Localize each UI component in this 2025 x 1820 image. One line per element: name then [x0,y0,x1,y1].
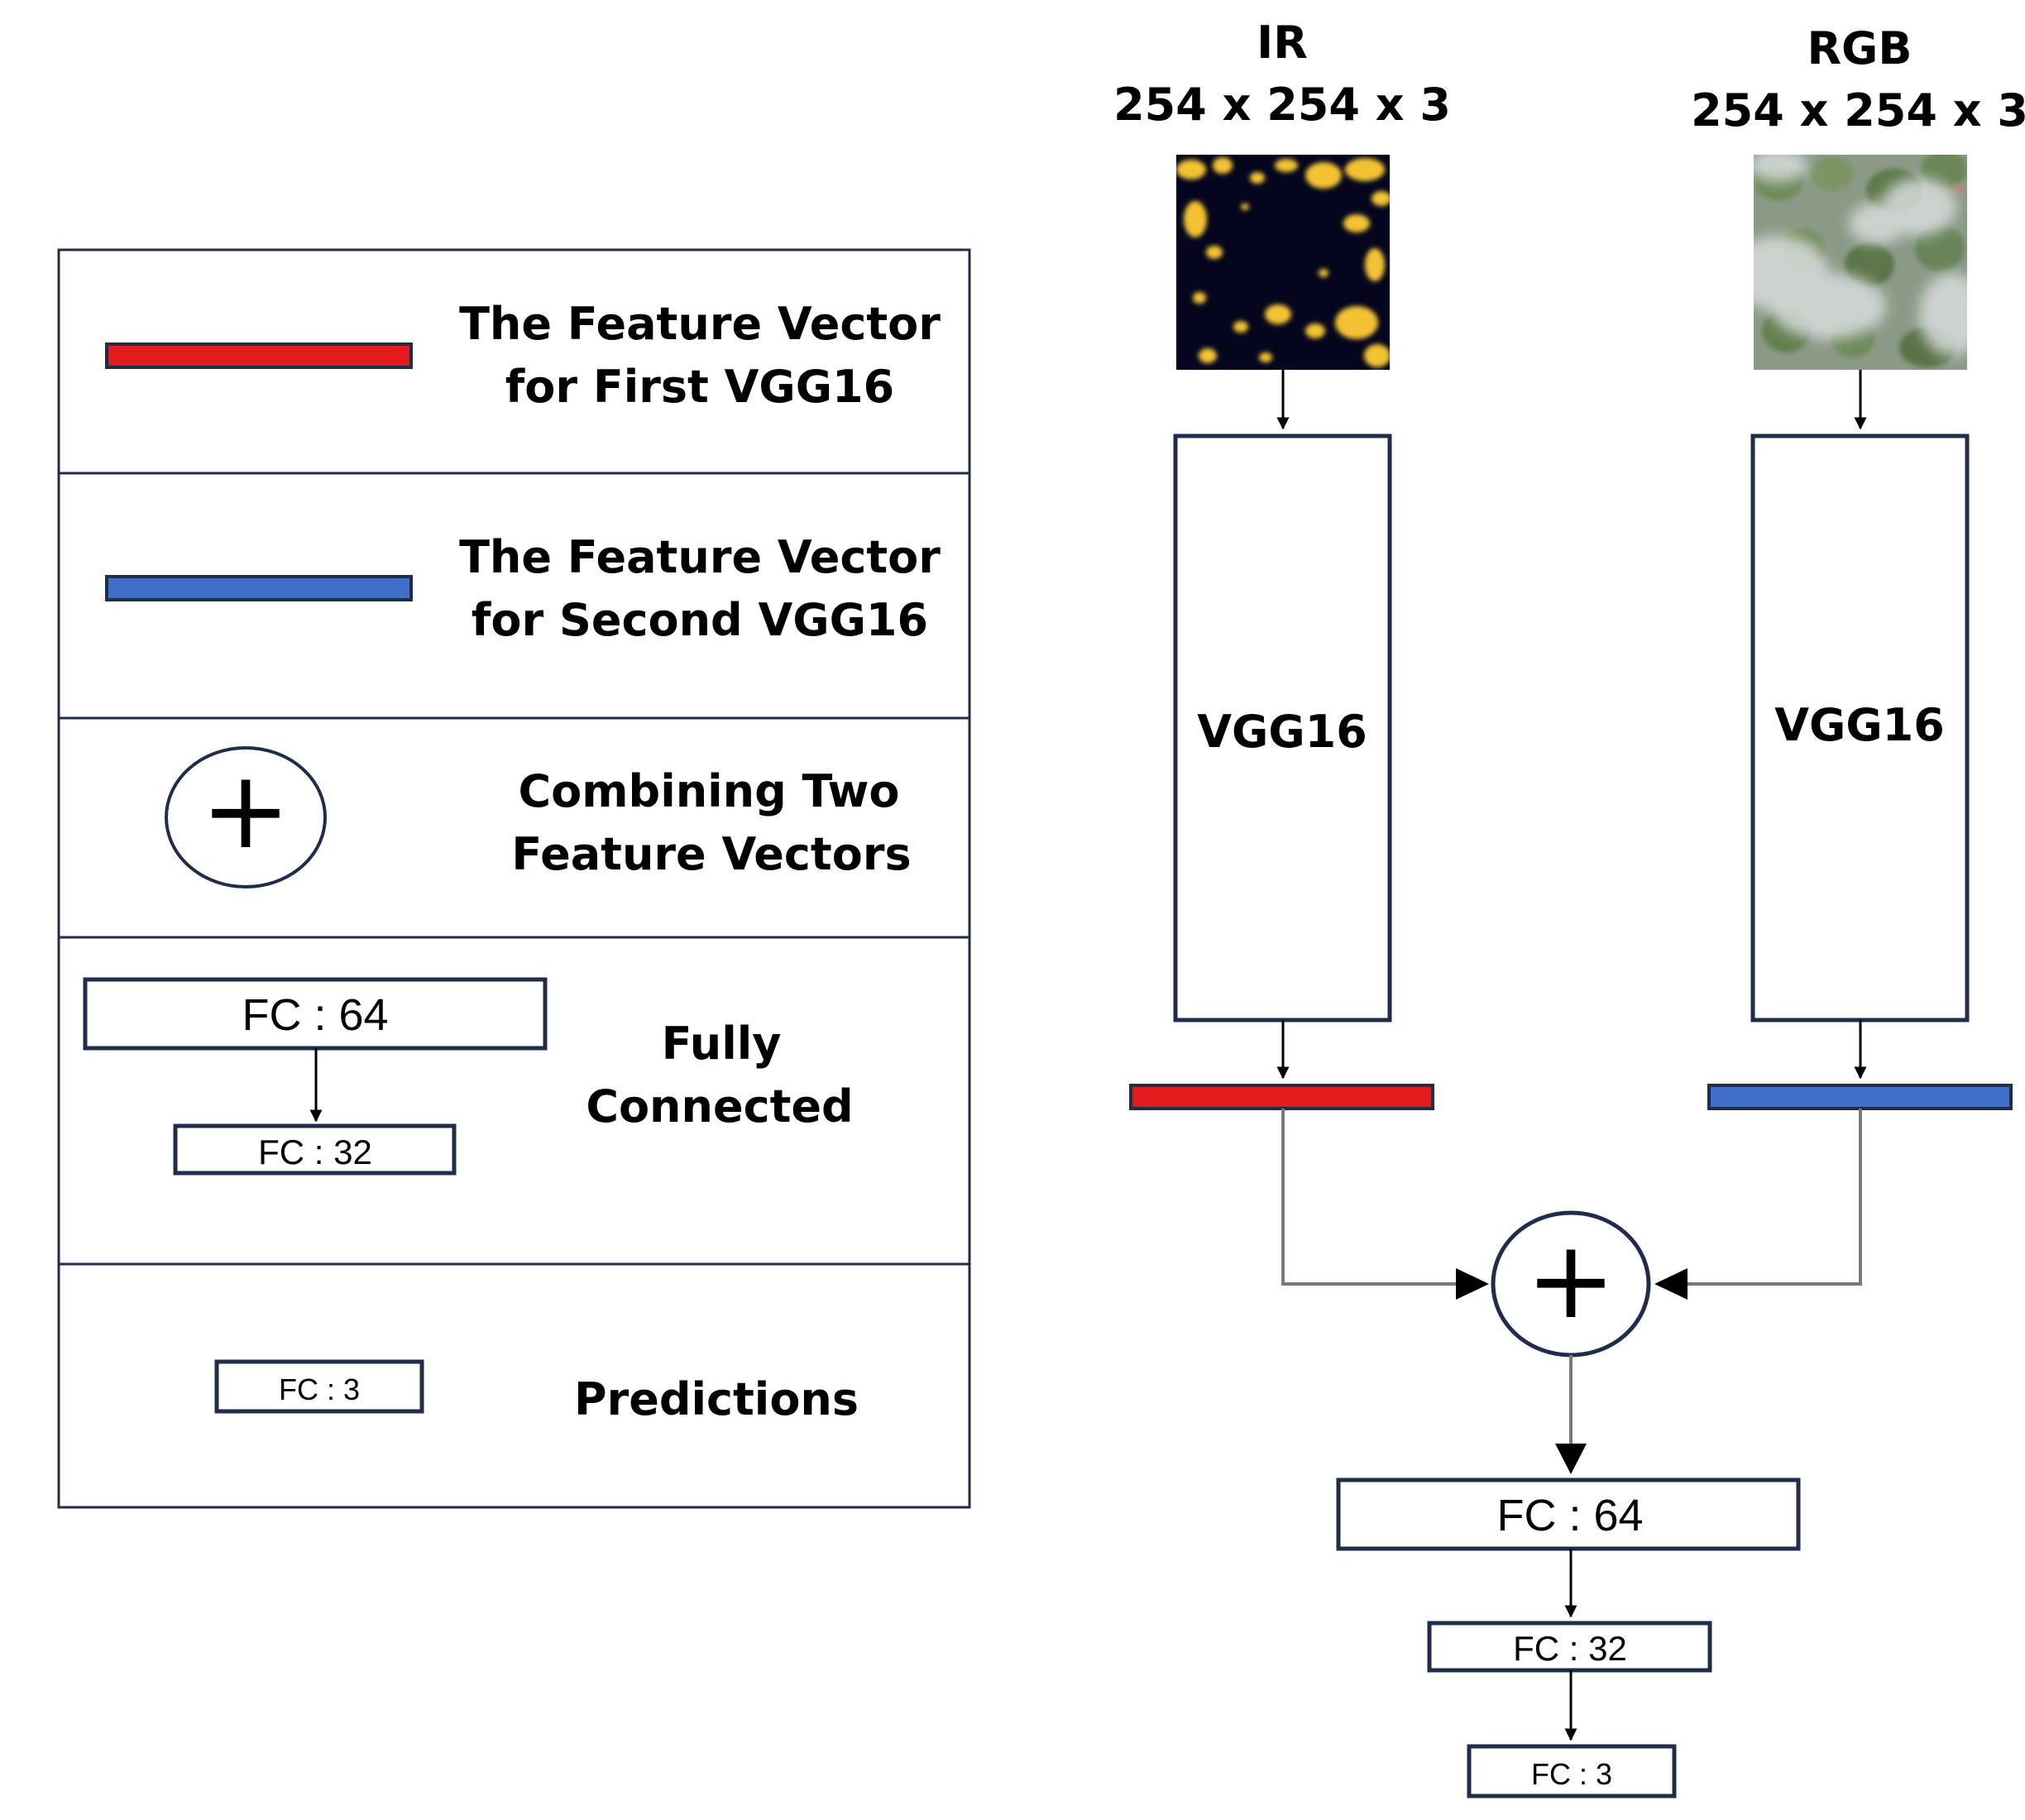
legend-fc64-box [83,977,548,1051]
legend-second-vector-bar [105,575,413,601]
fc32-label: FC : 32 [1513,1629,1627,1668]
rgb-input-dimensions: 254 x 254 x 3 [1691,84,2025,136]
legend-panel: The Feature Vector for First VGG16 The F… [57,248,971,1509]
legend-first-vector-label-line2: for First VGG16 [505,361,894,413]
legend-combine-circle [165,746,327,888]
architecture-flow: IR 254 x 254 x 3 RGB 254 x 254 x 3 [1113,17,2025,1798]
vgg16-rgb-label: VGG16 [1774,699,1945,751]
fc64-label: FC : 64 [1496,1491,1643,1540]
legend-combine-label-line1: Combining Two [519,765,900,817]
rgb-input-label: RGB [1807,22,1912,74]
legend-second-vector-label-line2: for Second VGG16 [472,594,928,646]
legend-fc32-box [173,1123,457,1176]
second-feature-vector-bar [1707,1084,2013,1110]
legend-plus-icon: + [201,747,291,873]
legend-fully-connected-line1: Fully [662,1018,782,1070]
first-vector-combine-arrowhead [1456,1268,1489,1300]
ir-input-label: IR [1257,17,1308,69]
legend-border [57,248,971,1509]
legend-fc3-box [214,1359,424,1414]
second-vector-to-combine-connector [1686,1109,1862,1286]
legend-combine-label-line2: Feature Vectors [511,828,911,880]
combine-plus-icon: + [1526,1217,1616,1343]
legend-fully-connected-line2: Connected [586,1080,853,1133]
legend-second-vector-label-line1: The Feature Vector [459,531,941,583]
fc3-box [1467,1744,1677,1798]
fc64-box [1336,1478,1801,1551]
fc3-label: FC : 3 [1531,1757,1612,1791]
legend-first-vector-label-line1: The Feature Vector [459,298,941,350]
legend-fc64-label: FC : 64 [242,990,388,1040]
ir-input-dimensions: 254 x 254 x 3 [1113,79,1451,131]
first-vector-to-combine-connector [1281,1109,1458,1286]
first-feature-vector-bar [1129,1084,1434,1110]
vgg16-rgb-box [1750,433,1970,1023]
rgb-input-image [1754,155,1967,370]
second-vector-combine-arrowhead [1654,1268,1688,1300]
legend-predictions-label: Predictions [574,1373,859,1425]
legend-first-vector-bar [105,342,413,369]
ir-input-image [1176,155,1390,370]
vgg16-ir-box [1173,433,1392,1023]
combine-to-fc64-arrowhead [1555,1444,1587,1474]
legend-fc32-label: FC : 32 [258,1133,372,1171]
legend-fc3-label: FC : 3 [279,1372,360,1406]
vgg16-ir-label: VGG16 [1197,706,1367,758]
